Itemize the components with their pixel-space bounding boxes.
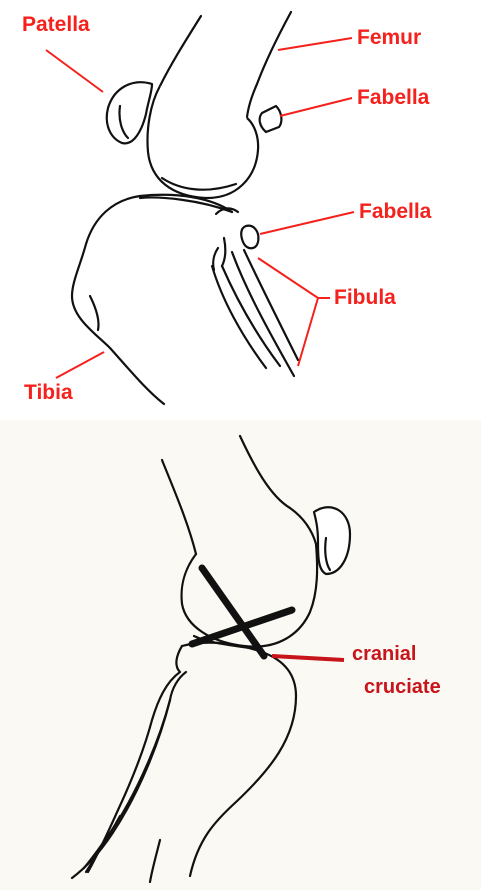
- fabella-upper-label: Fabella: [357, 86, 429, 110]
- fibula-leader-b: [298, 298, 330, 366]
- leader-lines: [46, 38, 354, 378]
- cranial-label: cranial: [352, 642, 416, 666]
- caudal-cruciate-ligament: [192, 610, 292, 644]
- femur-bone-lower-figure: [162, 436, 317, 647]
- femur-leader: [278, 38, 352, 50]
- fabella-upper-bone: [260, 106, 282, 132]
- fibula-label: Fibula: [334, 286, 396, 310]
- fabella-lower-bone: [241, 226, 258, 249]
- fabella-lower-label: Fabella: [359, 200, 431, 224]
- tibia-bone-lower-figure: [88, 643, 296, 882]
- fibula-bone-lower-figure: [72, 672, 186, 878]
- patella-label: Patella: [22, 13, 90, 37]
- patella-bone: [107, 82, 152, 143]
- fabella-upper-leader: [280, 98, 352, 116]
- patella-leader: [46, 50, 103, 92]
- tibia-bone: [72, 195, 238, 404]
- cranial-cruciate-leader: [272, 656, 344, 660]
- tibia-leader: [56, 352, 104, 378]
- patella-bone-lower-figure: [314, 507, 350, 574]
- cruciate-ligament-diagram: cranial cruciate: [0, 420, 481, 890]
- tibia-label: Tibia: [24, 381, 73, 405]
- fabella-lower-leader: [260, 212, 354, 234]
- knee-bones-diagram: Patella Femur Fabella Fabella Fibula Tib…: [0, 0, 481, 420]
- fibula-bone: [212, 238, 298, 376]
- cruciate-label: cruciate: [364, 675, 441, 699]
- femur-label: Femur: [357, 26, 421, 50]
- fibula-leader-a: [258, 258, 330, 298]
- femur-bone: [148, 12, 292, 198]
